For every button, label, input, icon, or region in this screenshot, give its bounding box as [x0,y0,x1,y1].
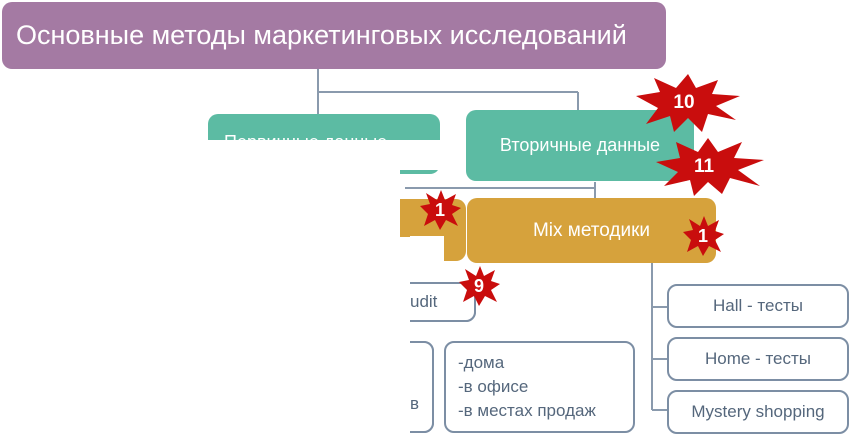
badge-burst-icon [683,216,724,256]
cover-panel [400,268,410,439]
hall-tests-label: Hall - тесты [713,296,803,315]
home-tests-box: Home - тесты [667,337,849,381]
mix-methods-box: Mix методики [467,198,716,263]
badge-ten: 10 [673,92,695,113]
home-tests-label: Home - тесты [704,349,811,368]
mystery-shopping-label: Mystery shopping [691,402,825,421]
cover-panel [410,236,444,262]
badge-burst-icon [459,266,500,306]
badge-burst-icon [636,74,740,132]
hall-tests-box: Hall - тесты [667,284,849,328]
secondary-data-label: Вторичные данные [499,135,661,155]
audit-label: udit [410,292,438,311]
cover-panel [0,140,400,439]
places-box: -дома -в офисе -в местах продаж [444,341,635,433]
secondary-data-box: Вторичные данные [466,110,694,181]
badge-one-b: 1 [697,225,708,246]
badge-one-a: 1 [434,199,445,220]
place-item: -в местах продаж [458,401,596,420]
mix-methods-label: Mix методики [532,219,651,241]
cover-panel [400,140,444,170]
left-list-box-visible: в [410,341,434,433]
place-item: -дома [458,353,505,372]
diagram-title: Основные методы маркетинговых исследован… [2,2,666,69]
badge-burst-icon [420,190,461,230]
place-item: -в офисе [458,377,529,396]
audit-box-visible: udit [410,282,476,322]
badge-burst-icon [656,138,764,196]
mystery-shopping-box: Mystery shopping [667,390,849,434]
left-list-label: в [410,394,420,413]
badge-nine: 9 [473,275,484,296]
badge-eleven: 11 [693,156,715,177]
